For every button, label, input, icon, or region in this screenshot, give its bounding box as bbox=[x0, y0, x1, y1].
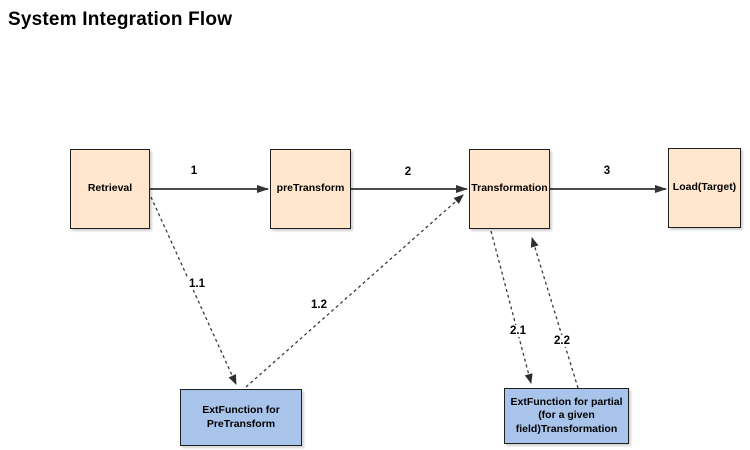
node-retrieval-label: Retrieval bbox=[87, 182, 133, 195]
node-pretransform-label: preTransform bbox=[276, 182, 345, 195]
edge-label-2: 2 bbox=[402, 166, 414, 178]
edge-label-1: 1 bbox=[188, 165, 200, 177]
node-load-target[interactable]: Load(Target) bbox=[668, 148, 741, 228]
edge-label-2.2: 2.2 bbox=[552, 335, 572, 347]
edge-label-3: 3 bbox=[601, 165, 613, 177]
node-load-target-label: Load(Target) bbox=[672, 181, 737, 194]
edge-1.1-dashed-arrow bbox=[150, 196, 237, 385]
edge-label-1.1: 1.1 bbox=[187, 278, 207, 290]
node-extfunction-pretransform[interactable]: ExtFunction for PreTransform bbox=[180, 389, 302, 446]
node-extfunction-transformation-label: ExtFunction for partial (for a given fie… bbox=[510, 395, 623, 435]
node-retrieval[interactable]: Retrieval bbox=[70, 149, 150, 229]
node-extfunction-pretransform-label: ExtFunction for PreTransform bbox=[202, 403, 280, 430]
edge-label-2.1: 2.1 bbox=[508, 325, 528, 337]
edge-2.1-dashed-arrow bbox=[490, 230, 533, 384]
diagram-title: System Integration Flow bbox=[8, 9, 233, 30]
node-pretransform[interactable]: preTransform bbox=[270, 149, 351, 229]
edge-1.2-dashed-arrow bbox=[245, 194, 464, 388]
node-transformation-label: Transformation bbox=[471, 182, 548, 195]
edge-2.2-dashed-arrow bbox=[530, 237, 579, 389]
edge-label-1.2: 1.2 bbox=[309, 299, 329, 311]
node-transformation[interactable]: Transformation bbox=[469, 149, 550, 229]
node-extfunction-transformation[interactable]: ExtFunction for partial (for a given fie… bbox=[504, 388, 629, 444]
